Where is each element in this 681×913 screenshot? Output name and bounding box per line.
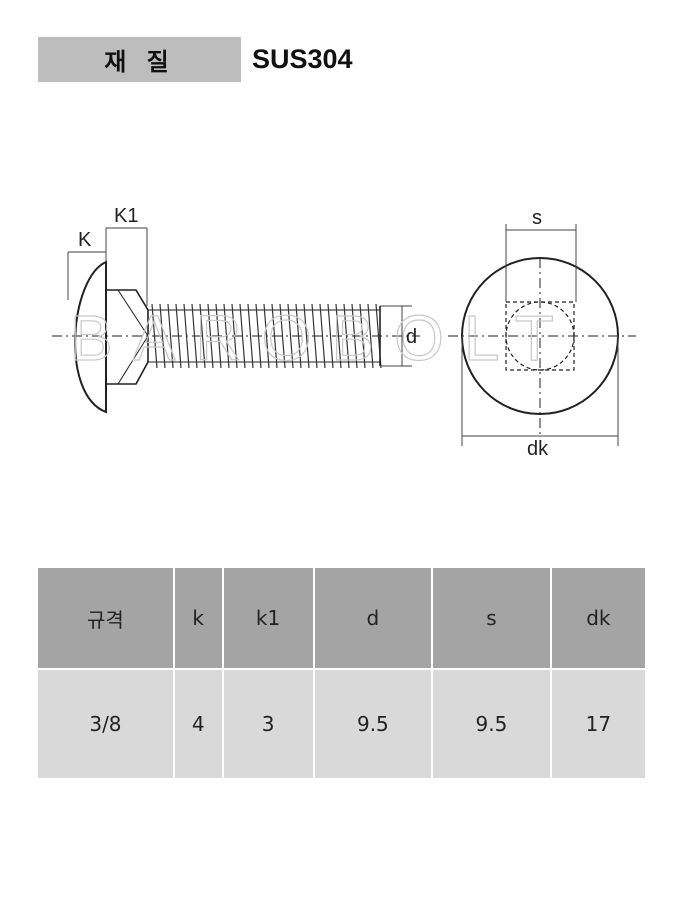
dim-label-k: K [78,229,92,251]
thread-crest [239,303,246,369]
thread-crest [151,303,158,369]
bolt-threads [151,303,382,369]
thread-crest [319,303,326,369]
header-dk: dk [551,568,645,670]
header-k1: k1 [223,568,313,670]
cell-k1: 3 [223,670,313,778]
thread-crest [263,303,270,369]
thread-crest [191,303,198,369]
thread-crest [223,303,230,369]
dim-label-dk: dk [527,438,549,460]
thread-crest [287,303,294,369]
cell-d: 9.5 [314,670,432,778]
header-s: s [433,568,550,670]
thread-crest [167,303,174,369]
thread-crest [359,303,366,369]
table-row: 3/8 4 3 9.5 9.5 17 [38,670,645,778]
thread-crest [247,303,254,369]
thread-crest [351,303,358,369]
cell-spec: 3/8 [38,670,173,778]
header-d: d [314,568,432,670]
thread-crest [199,303,206,369]
thread-crest [303,303,310,369]
material-label: 재 질 [38,37,241,82]
thread-crest [183,303,190,369]
header-k: k [174,568,222,670]
thread-crest [175,303,182,369]
thread-crest [215,303,222,369]
thread-crest [159,303,166,369]
table-header-row: 규격 k k1 d s dk [38,568,645,670]
dim-label-k1: K1 [114,205,138,227]
cell-dk: 17 [551,670,645,778]
spec-table: 규격 k k1 d s dk 3/8 4 3 9.5 9.5 17 [36,568,647,778]
thread-crest [207,303,214,369]
watermark: BAROBOLT [70,302,574,374]
thread-crest [327,303,334,369]
header-spec: 규격 [38,568,173,670]
thread-crest [311,303,318,369]
dim-label-d: d [406,326,417,348]
thread-crest [271,303,278,369]
material-value: SUS304 [252,44,353,74]
thread-crest [279,303,286,369]
shank-circle [505,301,575,371]
thread-crest [343,303,350,369]
thread-crest [335,303,342,369]
thread-crest [367,303,374,369]
cell-s: 9.5 [433,670,550,778]
dim-label-s: s [532,207,542,229]
cell-k: 4 [174,670,222,778]
bolt-head [74,260,107,414]
thread-crest [295,303,302,369]
thread-crest [231,303,238,369]
thread-crest [255,303,262,369]
